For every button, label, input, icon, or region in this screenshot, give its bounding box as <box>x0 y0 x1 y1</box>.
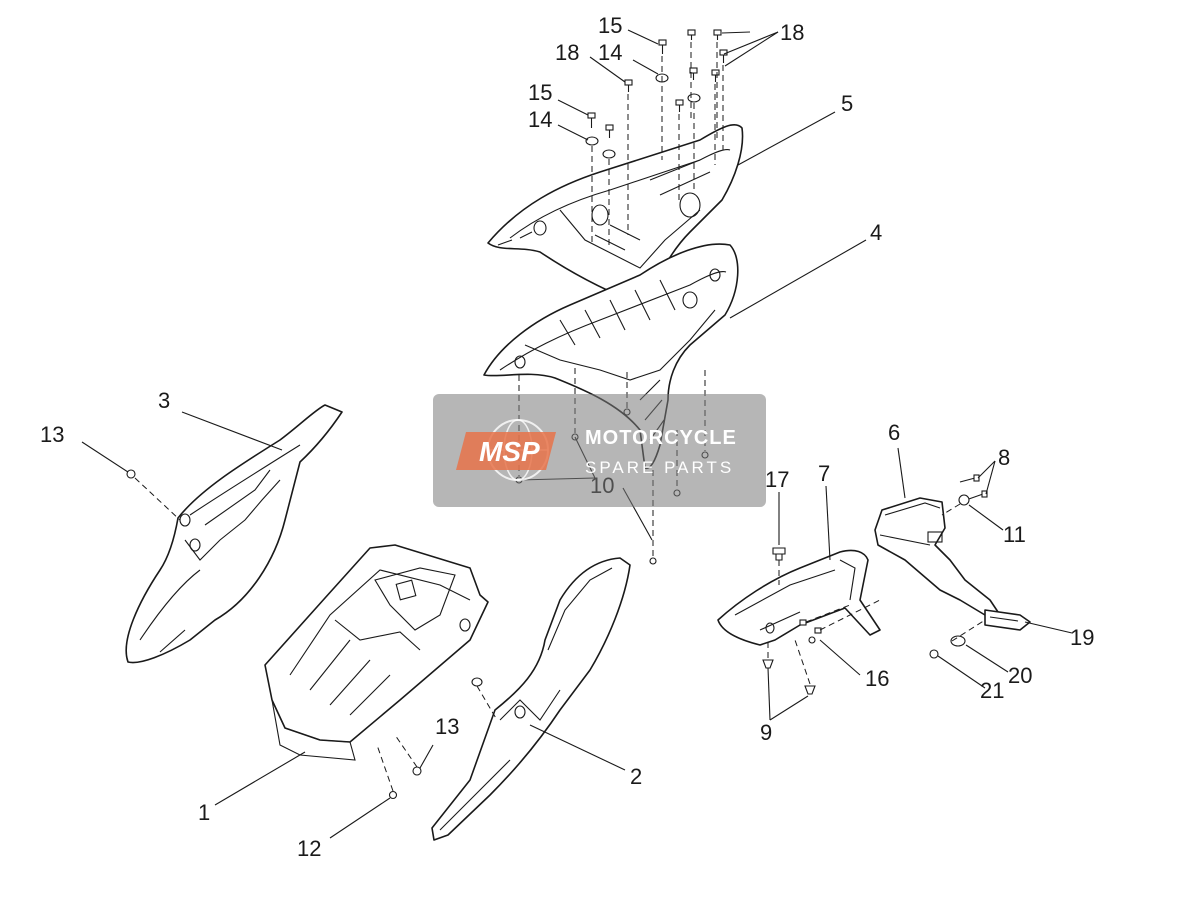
part-1-under-seat-box <box>264 544 489 761</box>
washer-14-left <box>585 136 616 159</box>
watermark-logo: MSP <box>479 436 540 467</box>
part-6-lamp-housing <box>874 497 999 616</box>
screws-16 <box>799 619 822 644</box>
callout-9: 9 <box>760 720 772 745</box>
screw-12 <box>388 790 398 800</box>
part-19-reflector <box>984 609 1031 631</box>
callout-2: 2 <box>630 764 642 789</box>
callout-16: 16 <box>865 666 889 691</box>
callout-6: 6 <box>888 420 900 445</box>
callout-18-right: 18 <box>780 20 804 45</box>
clip-13-center <box>471 677 483 687</box>
screw-18-top-a <box>687 29 696 40</box>
callout-13-center: 13 <box>435 714 459 739</box>
watermark-line2: SPARE PARTS <box>585 458 734 477</box>
callout-7: 7 <box>818 461 830 486</box>
watermark-box <box>433 394 766 507</box>
callout-11: 11 <box>1003 522 1026 547</box>
callout-15-top: 15 <box>598 13 622 38</box>
leader-lines <box>81 29 1073 839</box>
screws-9 <box>762 659 816 695</box>
screw-group-mid <box>675 67 720 112</box>
callout-15-left: 15 <box>528 80 552 105</box>
part-2-right-side-panel <box>431 557 631 841</box>
part-4-seat-frame <box>483 243 739 470</box>
nut-13-left <box>126 469 136 479</box>
callout-4: 4 <box>870 220 882 245</box>
nut-21 <box>929 649 939 659</box>
watermark: MSP MOTORCYCLE SPARE PARTS <box>433 394 766 507</box>
screw-15-top <box>658 39 667 54</box>
screw-10-f <box>649 557 657 565</box>
callout-17: 17 <box>765 467 789 492</box>
screw-18-mid <box>624 79 633 92</box>
callout-5: 5 <box>841 91 853 116</box>
grommet-17 <box>772 547 786 561</box>
screw-15-left <box>587 112 614 138</box>
washer-20 <box>950 635 966 647</box>
part-7-plate-bracket <box>717 549 881 646</box>
callout-8: 8 <box>998 445 1010 470</box>
callout-14-top: 14 <box>598 40 622 65</box>
watermark-logo-badge <box>456 432 556 470</box>
watermark-line1: MOTORCYCLE <box>585 427 737 449</box>
nut-13-center <box>412 766 422 776</box>
screw-18-top-c <box>719 49 728 63</box>
screw-18-top-b <box>713 29 722 40</box>
fasteners <box>126 29 988 800</box>
nut-11 <box>958 494 970 506</box>
callout-13-left: 13 <box>40 422 64 447</box>
callout-14-left: 14 <box>528 107 552 132</box>
callout-19: 19 <box>1070 625 1094 650</box>
callout-3: 3 <box>158 388 170 413</box>
callout-12: 12 <box>297 836 321 861</box>
part-3-left-side-panel <box>125 404 343 664</box>
callout-21: 21 <box>980 678 1004 703</box>
callout-18-left: 18 <box>555 40 579 65</box>
callouts: 15 18 18 14 15 14 5 4 3 13 10 6 8 17 7 1… <box>40 13 1094 861</box>
callout-1: 1 <box>198 800 210 825</box>
callout-20: 20 <box>1008 663 1032 688</box>
